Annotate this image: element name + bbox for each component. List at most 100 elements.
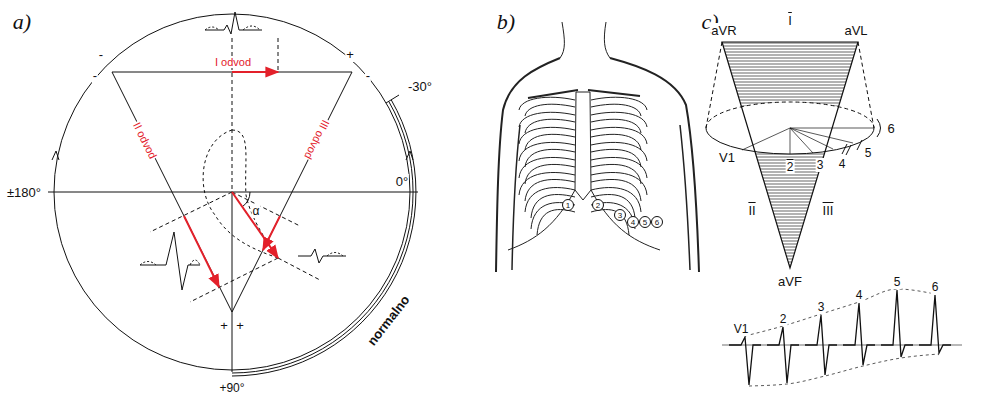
- polarity-sign: +: [235, 318, 245, 333]
- einthoven-panel: [48, 12, 418, 376]
- label-anchor: 2: [786, 158, 795, 174]
- label-anchor: +: [235, 317, 245, 333]
- electrode-number: 3: [618, 211, 622, 220]
- label-anchor: normalno: [363, 291, 413, 349]
- panel-letter: b): [496, 9, 516, 34]
- electrode-circle: 4: [627, 216, 639, 228]
- lead-name: I: [787, 13, 793, 28]
- lead-name: III odvod: [302, 117, 333, 162]
- envelope-line: [745, 289, 935, 336]
- lead-name: aVF: [777, 274, 803, 289]
- torso-outline: [496, 58, 560, 272]
- qrs-complex: [767, 327, 799, 383]
- bracket: [877, 119, 881, 137]
- angle-arc: [242, 192, 250, 207]
- label-anchor: α: [252, 202, 261, 218]
- label-anchor: a): [12, 11, 32, 33]
- rib: [591, 179, 641, 201]
- projection-line: [150, 192, 232, 232]
- polarity-sign: +: [219, 318, 229, 333]
- lead-waveform: [140, 260, 200, 265]
- rib: [525, 179, 575, 201]
- angle-symbol: α: [252, 204, 261, 218]
- projection-line: [278, 258, 320, 280]
- polarity-sign: -: [92, 68, 98, 83]
- label-anchor: V1: [733, 320, 750, 336]
- lead-vector: [263, 216, 280, 250]
- envelope-line: [749, 354, 939, 386]
- costal-arch: [591, 190, 660, 250]
- label-anchor: aVR: [710, 22, 737, 38]
- lead-name: aVR: [710, 23, 737, 38]
- lead-name: I odvod: [214, 56, 252, 68]
- lead-name: V1: [733, 322, 750, 336]
- normal-range-arc: [232, 102, 413, 374]
- radial-lead: [742, 128, 874, 154]
- projection-line: [232, 192, 300, 226]
- rib: [591, 188, 641, 212]
- chest-panel: [496, 22, 699, 272]
- label-anchor: III: [822, 202, 835, 218]
- label-anchor: b): [496, 11, 516, 33]
- qrs-complex: [881, 290, 913, 357]
- tick: [386, 95, 399, 103]
- projection-line: [706, 42, 874, 128]
- label-anchor: ±180°: [6, 184, 42, 200]
- polarity-sign: +: [345, 47, 355, 62]
- electrode-number: 5: [643, 218, 647, 227]
- lead-waveform: [205, 12, 262, 34]
- lead-waveform: [327, 253, 343, 257]
- label-anchor: 4: [838, 155, 847, 171]
- label-anchor: 3: [817, 298, 826, 314]
- frontal-triangle: [722, 42, 858, 268]
- qrs-complex: [805, 315, 837, 375]
- label-anchor: 5: [864, 144, 873, 160]
- label-anchor: -: [92, 67, 98, 83]
- precordial-panel: [706, 42, 962, 386]
- label-anchor: II: [747, 202, 756, 218]
- rib: [531, 195, 575, 218]
- electrode-number: 1: [566, 201, 570, 210]
- lead-waveform: [140, 232, 200, 290]
- rib: [591, 119, 641, 133]
- label-anchor: -: [98, 46, 104, 62]
- label-anchor: 6: [931, 278, 940, 294]
- horizontal-plane: [706, 102, 874, 128]
- lead-name: 5: [864, 146, 873, 160]
- label-anchor: 4: [855, 286, 864, 302]
- electrode-circle: 1: [562, 199, 574, 211]
- label-anchor: 0°: [395, 173, 409, 189]
- lead-name: 3: [817, 300, 826, 314]
- rib: [591, 97, 647, 110]
- lead-vector: [232, 71, 278, 73]
- precordial-waveforms: [729, 289, 951, 386]
- lead-name: II odvod: [131, 119, 160, 161]
- label-anchor: +: [219, 317, 229, 333]
- label-anchor: +90°: [218, 379, 245, 395]
- label-anchor: I odvod: [214, 53, 252, 69]
- rib-cage: [508, 97, 660, 250]
- lead-name: 6: [931, 280, 940, 294]
- label-anchor: aVL: [843, 22, 868, 38]
- qrs-complex: [729, 337, 761, 385]
- einthoven-triangle: [112, 72, 352, 312]
- electrode-number: 2: [596, 201, 600, 210]
- electrode-circle: 2: [592, 199, 604, 211]
- label-anchor: 6: [886, 120, 895, 136]
- qrs-complex: [843, 303, 875, 365]
- lead-name: 6: [886, 121, 895, 136]
- electrode-number: 4: [631, 218, 635, 227]
- normal-range-arc: [232, 100, 416, 376]
- electrode-number: 6: [655, 218, 659, 227]
- mean-axis-vector: [232, 192, 278, 258]
- tick: [842, 140, 862, 155]
- lead-name: 3: [816, 158, 825, 172]
- label-anchor: V1: [718, 149, 736, 165]
- lead-waveform: [298, 249, 346, 263]
- angle-label: +90°: [218, 381, 245, 395]
- clavicle: [528, 90, 640, 98]
- vector-loop: [203, 130, 278, 258]
- range-label: normalno: [364, 292, 414, 349]
- lead-name: II: [747, 203, 756, 218]
- rib: [525, 119, 575, 133]
